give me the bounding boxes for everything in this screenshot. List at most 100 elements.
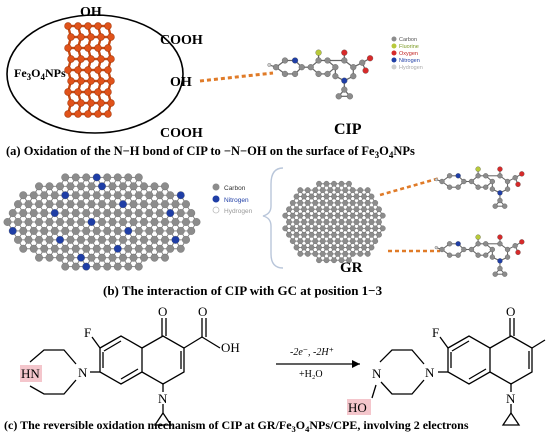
sheet-atom-c (140, 253, 148, 262)
sheet-atom-c (35, 200, 43, 209)
sheet-atom-c (182, 200, 190, 209)
sheet-atom-c (24, 235, 33, 244)
lattice-atom (64, 44, 72, 52)
molecule-atom-c (461, 246, 467, 253)
sheet-atom-c (364, 187, 371, 193)
sheet-atom-c (124, 262, 133, 271)
molecule-atom-n (455, 241, 461, 247)
sheet-atom-c (376, 206, 382, 213)
sheet-atom-c (376, 219, 382, 225)
molecule-atom-c (281, 70, 289, 77)
sheet-atom-c (161, 253, 169, 262)
sheet-atom-c (3, 218, 12, 226)
sheet-atom-c (61, 209, 70, 218)
lattice-atom (74, 66, 82, 74)
sheet-atom-c (331, 257, 337, 264)
sheet-atom-c (8, 209, 17, 218)
molecule-atom-o (367, 55, 374, 62)
sheet-atom-c (119, 253, 127, 262)
sheet-atom-c (297, 251, 304, 257)
sheet-atom-c (379, 225, 386, 232)
molecule-atom-f (315, 49, 322, 56)
sheet-atom-c (361, 206, 367, 213)
lattice-atom (77, 99, 85, 107)
sheet-atom-c (77, 182, 85, 191)
sheet-atom-n (166, 209, 175, 218)
sheet-atom-c (372, 238, 379, 244)
sheet-atom-n (176, 191, 185, 200)
sheet-atom-c (327, 187, 334, 193)
sheet-atom-c (346, 257, 352, 264)
sheet-atom-c (297, 225, 304, 232)
lattice-atom (104, 110, 112, 118)
molecule-atom-c (359, 59, 366, 66)
molecule-atom-o (519, 171, 525, 177)
sheet-atom-c (312, 212, 319, 219)
sheet-atom-c (304, 187, 311, 193)
sheet-atom-c (338, 206, 345, 213)
sheet-atom-c (103, 244, 112, 253)
sheet-atom-c (301, 193, 307, 200)
sheet-atom-c (361, 231, 367, 238)
lattice-atom (94, 88, 102, 96)
molecule-atom-c (497, 265, 503, 272)
o-ketone-left: O (158, 304, 167, 319)
sheet-atom-c (323, 180, 330, 187)
sheet-atom-c (113, 191, 122, 200)
sheet-atom-c (29, 209, 38, 218)
sheet-atom-c (56, 253, 64, 262)
sheet-atom-c (376, 231, 382, 238)
nh-highlight (20, 365, 42, 382)
sheet-atom-c (293, 219, 300, 225)
sheet-atom-c (166, 191, 175, 200)
cip-molecule-upper (434, 166, 525, 209)
sheet-atom-c (368, 206, 375, 213)
sheet-atom-c (113, 262, 122, 271)
sheet-atom-c (338, 219, 345, 225)
molecule-atom-c (461, 178, 467, 185)
sheet-atom-c (346, 180, 352, 187)
sheet-atom-c (119, 235, 127, 244)
sheet-atom-c (129, 235, 138, 244)
lattice-atom (84, 22, 92, 30)
sheet-atom-c (108, 200, 117, 209)
sheet-atom-c (103, 209, 112, 218)
lattice-atom (104, 88, 112, 96)
legend-carbon-dot (391, 36, 397, 42)
sheet-atom-c (92, 226, 101, 235)
sheet-atom-c (372, 212, 379, 219)
sheet-atom-c (353, 244, 360, 251)
sheet-atom-c (103, 262, 112, 271)
sheet-atom-c (319, 187, 326, 193)
nanoparticle-ellipse (6, 14, 184, 134)
lattice-atom (94, 22, 102, 30)
sheet-atom-c (134, 209, 143, 218)
sheet-atom-c (338, 257, 345, 264)
sheet-atom-c (364, 200, 371, 206)
molecule-atom-c (512, 243, 518, 249)
sheet-atom-c (293, 244, 300, 251)
legend-fluorine: Fluorine (399, 44, 419, 50)
sheet-atom-c (140, 218, 148, 226)
sheet-atom-n (92, 173, 101, 182)
lattice-atom (94, 66, 102, 74)
sheet-atom-c (71, 209, 80, 218)
sheet-atom-c (297, 238, 304, 244)
sheet-atom-c (82, 191, 91, 200)
legend-carbon: Carbon (399, 37, 417, 43)
sheet-atom-c (124, 191, 133, 200)
sheet-atom-c (45, 253, 54, 262)
sheet-atom-c (342, 238, 349, 244)
molecule-atom-c (350, 73, 357, 80)
sheet-atom-c (35, 218, 43, 226)
sheet-atom-n (77, 253, 85, 262)
interaction-dash-upper (379, 176, 441, 197)
sheet-atom-c (346, 231, 352, 238)
sheet-atom-n (61, 191, 70, 200)
lattice-atom (64, 110, 72, 118)
oh-acid-left: OH (221, 340, 240, 355)
lattice-atom (94, 44, 102, 52)
sheet-atom-c (312, 251, 319, 257)
sheet-atom-c (150, 218, 159, 226)
benzene-ring-right (447, 335, 491, 385)
